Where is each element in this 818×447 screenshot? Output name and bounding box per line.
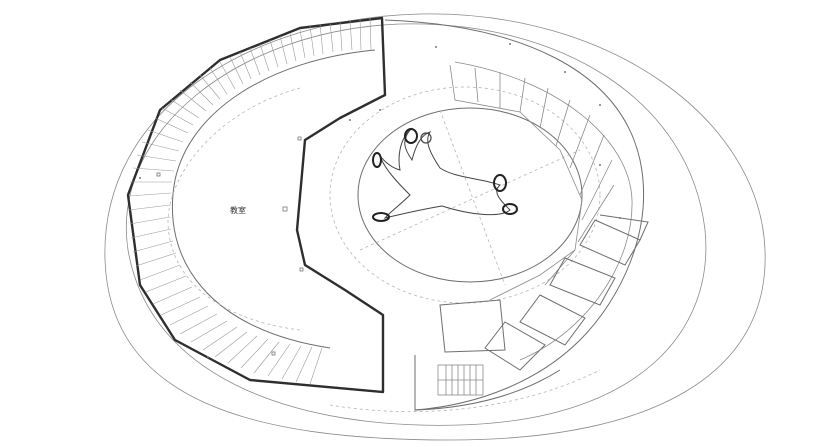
classroom-wall-band <box>126 16 387 394</box>
wall-hatching <box>128 17 372 385</box>
survey-points <box>139 43 621 358</box>
stepped-terraces <box>449 64 615 301</box>
outer-boundary <box>104 13 766 441</box>
courtyard-axis-1 <box>439 109 506 286</box>
courtyard-axis-2 <box>359 149 581 251</box>
staircase <box>437 364 484 396</box>
finger-tip-4 <box>420 132 432 144</box>
central-courtyard <box>357 107 583 283</box>
classroom-markers <box>156 136 304 356</box>
inner-boundary <box>126 23 707 426</box>
finger-tip-6 <box>502 203 518 215</box>
finger-tip-5 <box>493 174 507 192</box>
classroom-label: 教室 <box>230 205 246 215</box>
east-outer-wall <box>384 19 644 411</box>
courtyard-dashed-ring <box>329 86 601 304</box>
classroom-dashed-line <box>167 87 301 331</box>
hand-sculpture <box>379 127 511 219</box>
south-dashed-path <box>329 369 601 413</box>
east-terrace-edge <box>454 61 633 361</box>
south-entry-wall <box>414 355 561 411</box>
finger-tip-1 <box>372 212 390 222</box>
finger-tip-2 <box>372 152 382 168</box>
finger-tip-3 <box>404 128 418 144</box>
southeast-rooms <box>439 214 649 371</box>
classroom-inner-wall <box>171 49 376 349</box>
